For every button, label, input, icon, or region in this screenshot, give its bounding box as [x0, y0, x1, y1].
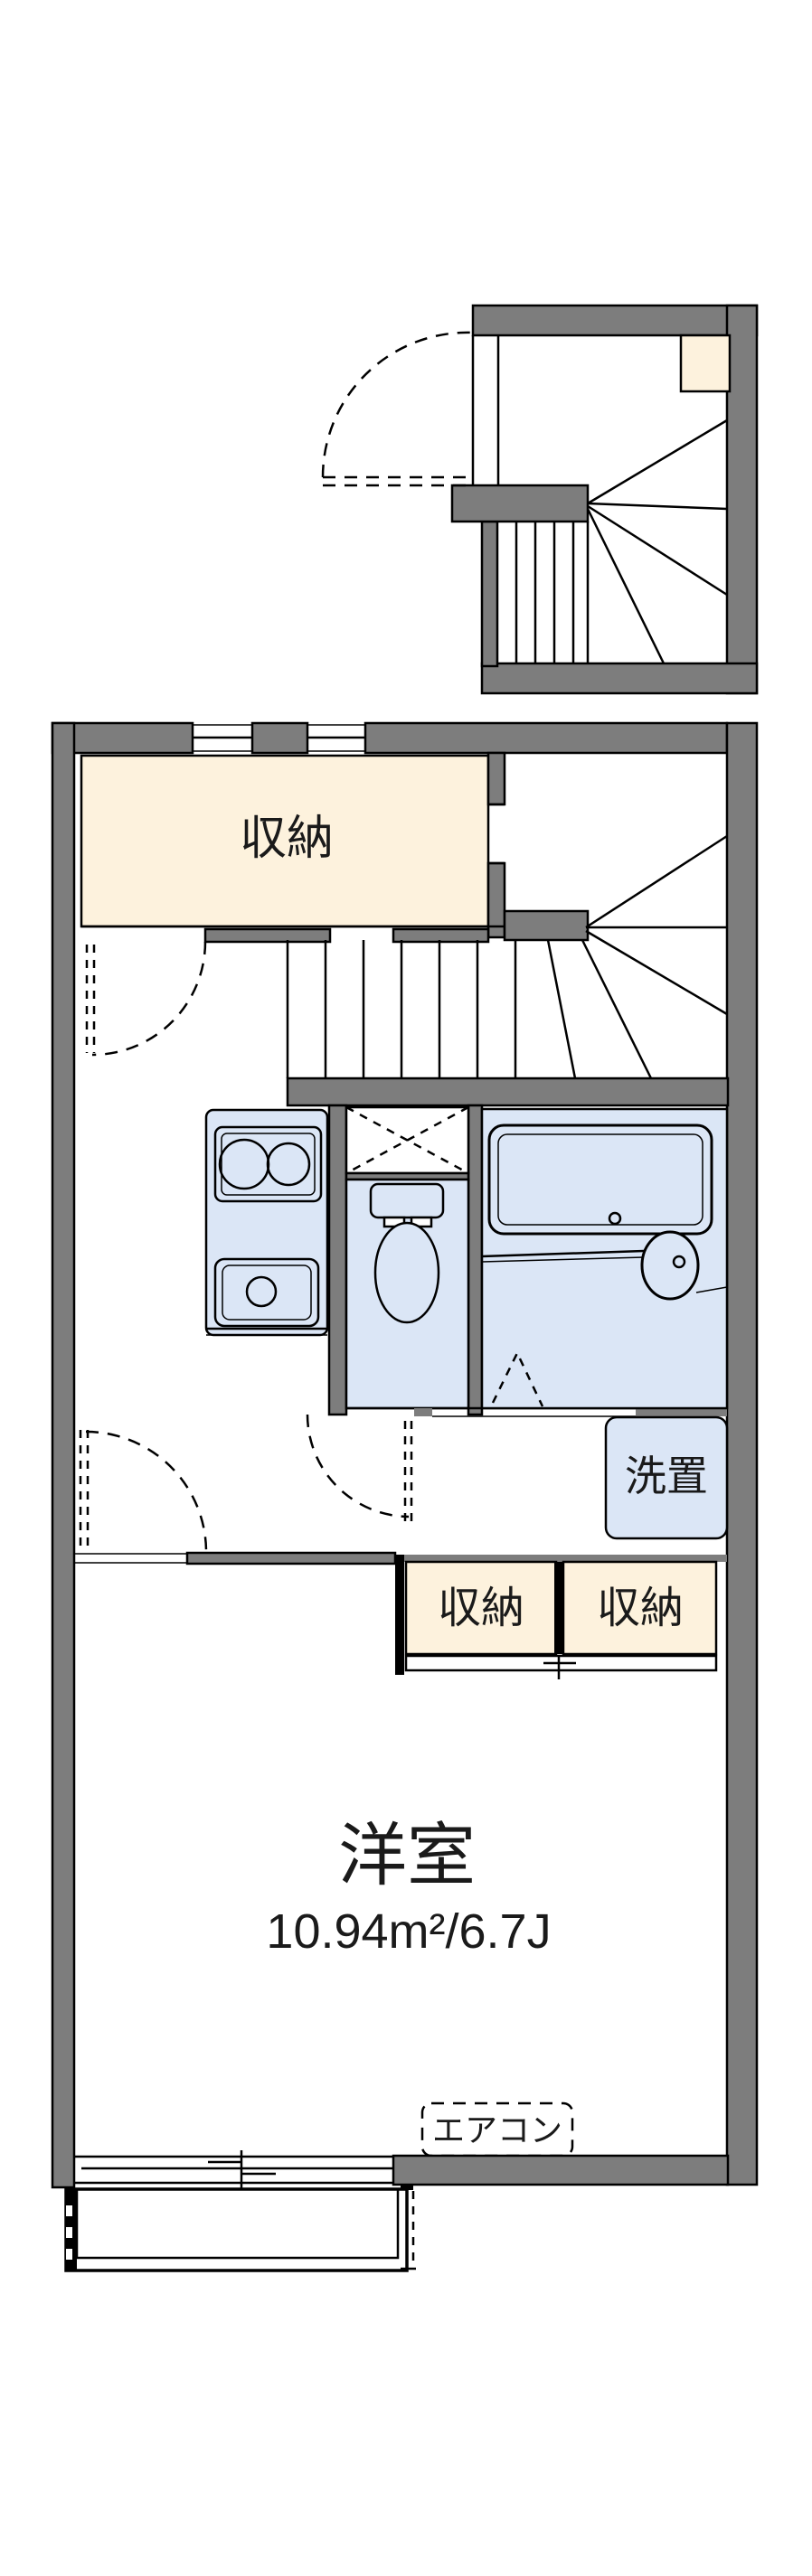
- basin-faucet-icon: [672, 1255, 686, 1269]
- entrance-stair-treads: [515, 522, 590, 663]
- closet-left-stub: [395, 1555, 404, 1675]
- main-stair-winders: [546, 834, 728, 1079]
- main-unit-walls: [51, 721, 759, 2189]
- room-name-label: 洋室: [338, 1818, 476, 1894]
- left-outer-wall: [51, 721, 76, 2189]
- south-wall: [74, 2150, 730, 2189]
- toilet-door-swing: [306, 1414, 413, 1526]
- bathtub: [487, 1123, 713, 1236]
- aircon-label: エアコン: [431, 2111, 563, 2148]
- room-entry: [74, 1430, 397, 1565]
- hatch-notch: [66, 2249, 72, 2260]
- kitchen-toilet-divider: [327, 1104, 348, 1416]
- toilet-room: [345, 1105, 727, 1417]
- laundry-space-box: [604, 1415, 729, 1540]
- closet-top-band: [395, 1555, 727, 1562]
- counter-line: [695, 1286, 728, 1293]
- laundry-label: 洗置: [625, 1453, 708, 1500]
- hatch-notch: [66, 2227, 72, 2238]
- upper-closet-label: 収納: [239, 813, 335, 865]
- toilet-bowl: [373, 1221, 440, 1324]
- lower-closet-left-label: 収納: [437, 1584, 525, 1632]
- balcony-attach-nub: [401, 2185, 413, 2190]
- closet-door-swing: [85, 941, 207, 1057]
- entrance-bottom-wall: [480, 662, 759, 695]
- bathtub-inner: [497, 1133, 703, 1226]
- shaft-x-mark: [345, 1105, 469, 1175]
- washbasin: [640, 1230, 700, 1301]
- balcony-inner: [75, 2187, 400, 2260]
- sink: [213, 1257, 320, 1328]
- shoe-cabinet: [679, 334, 732, 393]
- lower-closets: [395, 1555, 727, 1679]
- wet-core-top-wall: [286, 1076, 730, 1107]
- entrance-stair-winders: [586, 418, 728, 664]
- entrance-right-wall: [725, 304, 759, 695]
- stair-stub-wall: [503, 909, 590, 942]
- toilet-hinge: [410, 1216, 433, 1228]
- faucet-icon: [245, 1275, 278, 1308]
- entrance-block: [321, 304, 759, 695]
- lower-closet-left-area: [404, 1560, 558, 1656]
- entrance-top-wall: [471, 304, 759, 337]
- top-wall-pier: [250, 721, 309, 755]
- main-staircase: [286, 834, 728, 1079]
- sink-basin: [222, 1264, 312, 1321]
- bath-counter-line: [481, 1256, 645, 1263]
- stove-inner: [221, 1133, 316, 1196]
- wall-nub: [414, 1408, 432, 1416]
- bathroom: [480, 1107, 729, 1410]
- entrance-left-wall: [480, 520, 499, 668]
- bath-counter-line: [481, 1249, 645, 1258]
- lower-closet-right-label: 収納: [596, 1584, 685, 1632]
- lower-closet-right-area: [562, 1560, 718, 1656]
- closet-right-wall-upper: [486, 751, 506, 806]
- upper-closet-area: [80, 754, 490, 928]
- upper-closet: [80, 751, 506, 944]
- north-window: [193, 724, 365, 752]
- closet-divider: [554, 1562, 563, 1654]
- toilet-tank: [369, 1182, 445, 1219]
- drain-icon: [608, 1211, 622, 1226]
- corridor-bottom-wall: [185, 1551, 397, 1565]
- kitchen: [204, 1108, 329, 1337]
- bath-folding-door: [491, 1350, 544, 1407]
- toilet-bath-divider: [467, 1104, 484, 1416]
- bottom-wall: [392, 2154, 730, 2186]
- entrance-stair-stub-wall: [450, 484, 590, 523]
- burner-icon: [266, 1142, 311, 1187]
- room-size-label: 10.94m²/6.7J: [266, 1904, 552, 1959]
- hall-wall-segment: [392, 927, 490, 944]
- right-outer-wall: [725, 721, 759, 2186]
- balcony: [64, 2185, 416, 2272]
- hall-wall-segment: [203, 927, 332, 944]
- laundry-top-wall: [636, 1408, 727, 1416]
- hatch-notch: [66, 2205, 72, 2216]
- top-wall-right: [364, 721, 729, 755]
- entry-door-swing: [321, 331, 474, 487]
